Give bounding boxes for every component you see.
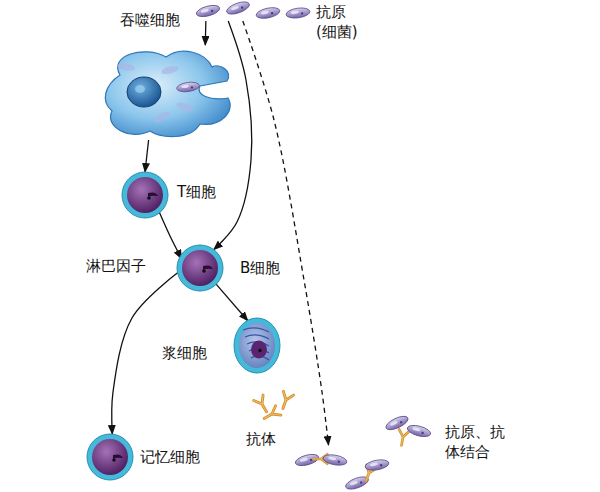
macrophage-cell: 吞噬细胞 bbox=[100, 45, 235, 140]
bacterium bbox=[322, 453, 347, 467]
bacterium bbox=[344, 474, 370, 491]
antigen-antibody-complex-shape bbox=[285, 445, 435, 490]
cell-label: 记忆细胞 bbox=[140, 448, 200, 468]
antibody-symbol bbox=[397, 429, 410, 446]
bacterium bbox=[285, 7, 310, 20]
bacterium bbox=[176, 81, 200, 93]
b-cell-shape bbox=[177, 245, 223, 291]
bacterium bbox=[225, 0, 251, 17]
cell-label: T细胞 bbox=[177, 183, 216, 203]
antigen-antibody-complex: 抗原、抗体结合 bbox=[285, 445, 435, 490]
antibody-symbol bbox=[262, 406, 281, 423]
bacterium bbox=[406, 423, 432, 438]
dashed-arrow bbox=[243, 21, 329, 445]
plasma-cell: 浆细胞 bbox=[234, 318, 280, 373]
plasma-cell-shape bbox=[234, 318, 280, 373]
antibody: 抗体 bbox=[250, 390, 300, 422]
memory-cell-shape bbox=[87, 434, 133, 480]
cell-label: 抗体 bbox=[246, 430, 276, 450]
t-cell-shape bbox=[122, 172, 168, 218]
flow-arrow bbox=[205, 21, 207, 45]
cell-label: B细胞 bbox=[240, 259, 280, 279]
cell-label: 浆细胞 bbox=[162, 344, 207, 364]
bacterium bbox=[384, 414, 410, 433]
antibody-symbol bbox=[278, 391, 294, 410]
antibody-shape bbox=[250, 390, 300, 422]
antigen-bacteria: 抗原 (细菌) bbox=[198, 3, 310, 21]
b-cell: B细胞 bbox=[177, 245, 223, 291]
cell-label: 抗原 (细菌) bbox=[316, 3, 360, 42]
antibody-symbol bbox=[254, 395, 271, 414]
bacterium bbox=[195, 3, 221, 18]
t-cell: T细胞 bbox=[122, 172, 168, 218]
flow-arrow bbox=[159, 211, 182, 259]
flow-arrow bbox=[216, 284, 248, 321]
cell-label: 抗原、抗体结合 bbox=[445, 423, 509, 462]
antigen-bacteria-shape bbox=[198, 3, 310, 21]
memory-cell: 记忆细胞 bbox=[87, 434, 133, 480]
lymphokine-label: 淋巴因子 bbox=[86, 257, 146, 277]
cell-label: 吞噬细胞 bbox=[120, 11, 180, 31]
flow-arrow bbox=[145, 140, 149, 172]
bacterium bbox=[255, 6, 280, 20]
macrophage-cell-shape bbox=[100, 45, 235, 140]
bacterium bbox=[364, 458, 389, 472]
flow-arrow bbox=[214, 21, 252, 250]
